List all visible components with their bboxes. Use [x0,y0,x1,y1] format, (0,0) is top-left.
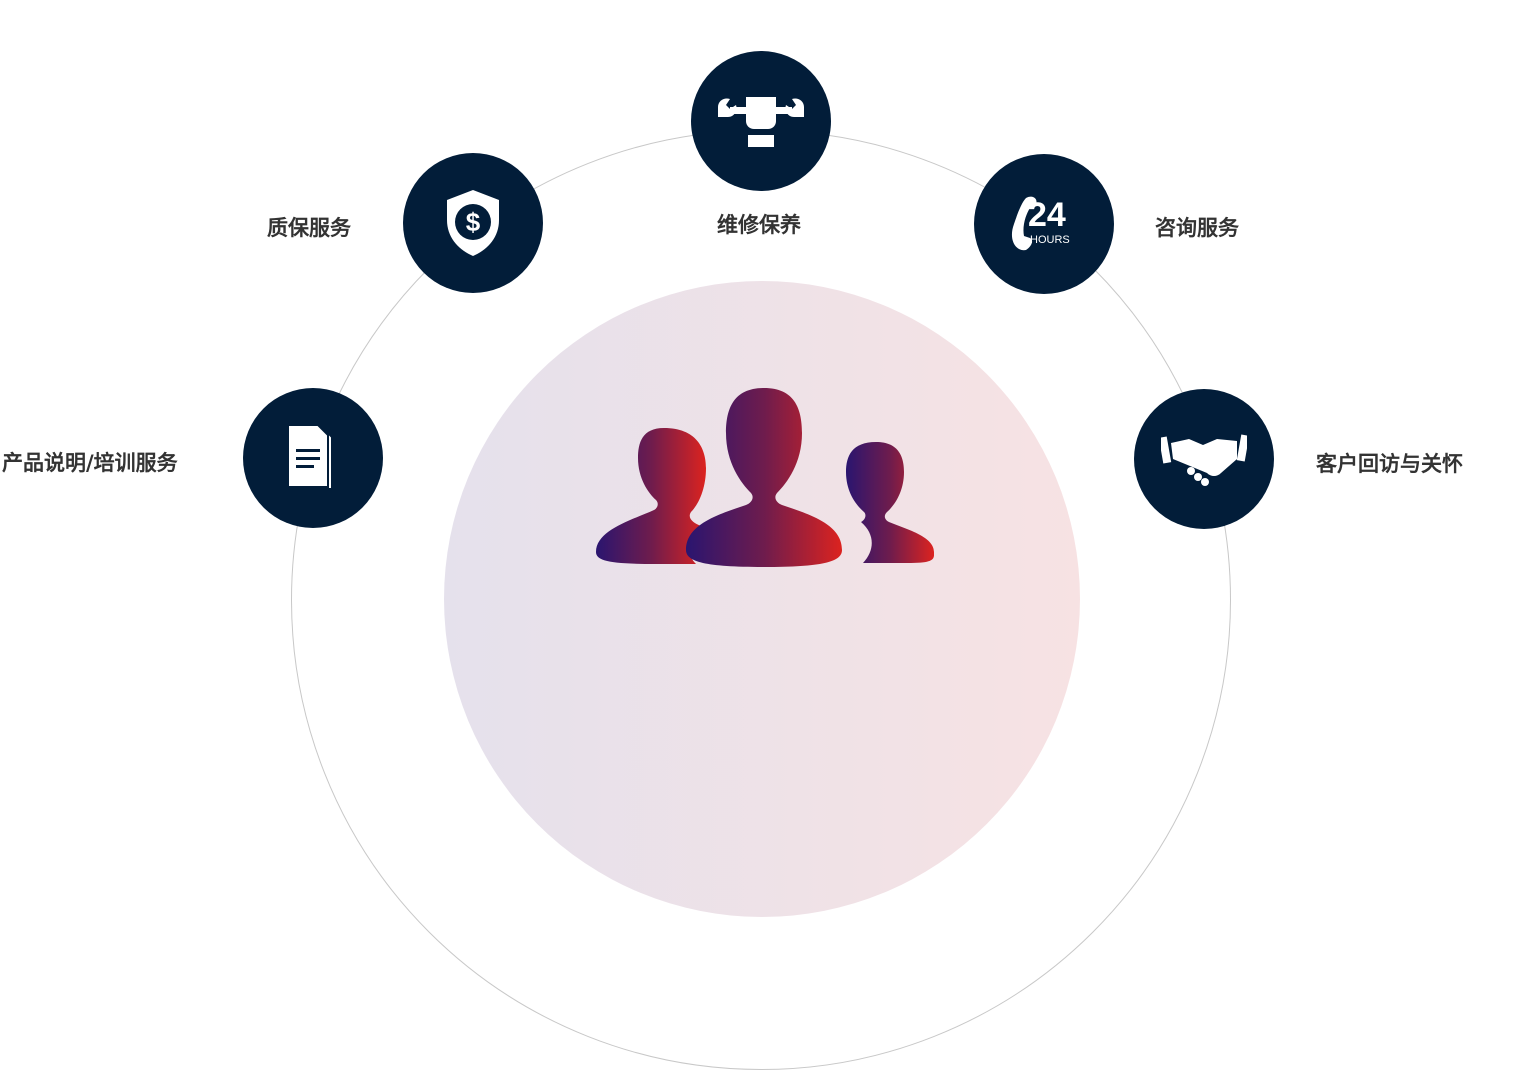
service-node-maintenance[interactable] [691,51,831,191]
svg-text:$: $ [466,207,481,237]
service-label-warranty: 质保服务 [267,216,351,240]
center-backdrop [444,281,1080,917]
customers-icon [594,385,934,570]
service-node-warranty[interactable]: $ [403,153,543,293]
wrench-fist-icon [716,93,806,149]
service-node-training[interactable] [243,388,383,528]
icon-hours-text: HOURS [1030,234,1070,246]
icon-24-text: 24 [1028,196,1066,234]
documents-icon [284,423,342,493]
service-node-consulting[interactable]: 24 HOURS [974,154,1114,294]
service-label-followup: 客户回访与关怀 [1316,452,1463,476]
service-label-training: 产品说明/培训服务 [2,451,178,475]
service-label-maintenance: 维修保养 [717,213,801,237]
service-label-consulting: 咨询服务 [1155,216,1239,240]
service-node-followup[interactable] [1134,389,1274,529]
handshake-icon [1161,431,1247,487]
phone-24-hours-icon: 24 HOURS [1004,194,1084,254]
shield-dollar-icon: $ [443,188,503,258]
